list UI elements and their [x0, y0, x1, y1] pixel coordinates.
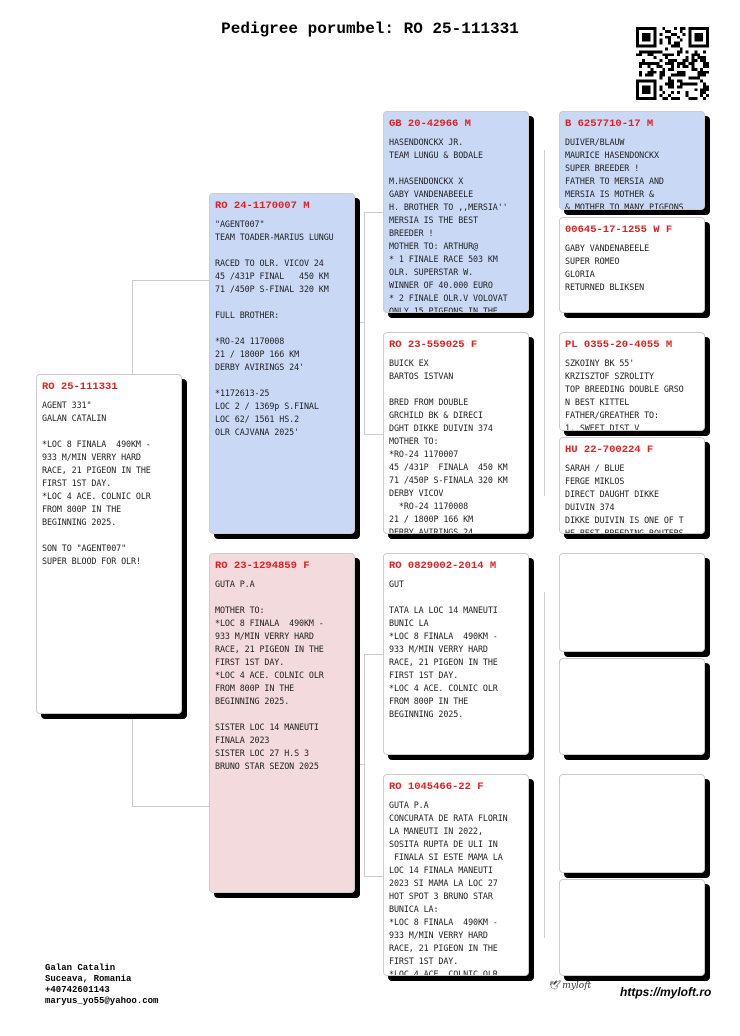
connector	[132, 280, 209, 281]
ring-number: RO 23-559025 F	[389, 339, 478, 351]
ring-number: B 6257710-17 M	[565, 118, 654, 130]
connector	[132, 806, 209, 807]
pedigree-card-gen4[interactable]: PL 0355-20-4055 M SZKOINY BK 55' KRZISZT…	[559, 332, 705, 431]
connector	[364, 434, 383, 435]
owner-email: maryus_yo55@yahoo.com	[45, 996, 159, 1006]
myloft-logo: 🕊 myloft	[548, 981, 592, 991]
connector	[364, 654, 365, 876]
pedigree-card-gen3[interactable]: RO 1045466-22 F GUTA P.A CONCURATA DE RA…	[383, 774, 529, 976]
logo-text: myloft	[562, 981, 592, 991]
owner-location: Suceava, Romania	[45, 974, 132, 984]
ring-number: HU 22-700224 F	[565, 444, 654, 456]
pedigree-card-gen4[interactable]: B 6257710-17 M DUIVER/BLAUW MAURICE HASE…	[559, 111, 705, 210]
ring-number: 00645-17-1255 W F	[565, 224, 673, 236]
card-notes: SARAH / BLUE FERGE MIKLOS DIRECT DAUGHT …	[565, 463, 684, 534]
ring-number: GB 20-42966 M	[389, 118, 471, 130]
pedigree-card-gen3[interactable]: RO 23-559025 F BUICK EX BARTOS ISTVAN BR…	[383, 332, 529, 534]
ring-number: RO 0829002-2014 M	[389, 560, 497, 572]
pedigree-card-gen3[interactable]: GB 20-42966 M HASENDONCKX JR. TEAM LUNGU…	[383, 111, 529, 313]
card-notes: DUIVER/BLAUW MAURICE HASENDONCKX SUPER B…	[565, 137, 684, 210]
website-link[interactable]: https://myloft.ro	[620, 985, 712, 999]
card-notes: GABY VANDENABEELE SUPER ROMEO GLORIA RET…	[565, 243, 650, 292]
pedigree-card-empty[interactable]	[559, 658, 705, 755]
connector	[364, 212, 383, 213]
ring-number: PL 0355-20-4055 M	[565, 339, 673, 351]
pedigree-card-empty[interactable]	[559, 774, 705, 873]
owner-contact: Galan Catalin Suceava, Romania +40742601…	[45, 963, 158, 1007]
ring-number: RO 24-1170007 M	[215, 200, 310, 212]
pedigree-card-gen4[interactable]: 00645-17-1255 W F GABY VANDENABEELE SUPE…	[559, 217, 705, 313]
card-notes: "AGENT007" TEAM TOADER-MARIUS LUNGU RACE…	[215, 219, 334, 437]
card-notes: GUTA P.A CONCURATA DE RATA FLORIN LA MAN…	[389, 800, 508, 976]
connector	[364, 212, 365, 434]
connector	[364, 876, 383, 877]
owner-name: Galan Catalin	[45, 963, 116, 973]
pedigree-card-subject[interactable]: RO 25-111331 AGENT 331" GALAN CATALIN *L…	[36, 374, 182, 714]
pedigree-card-sire[interactable]: RO 24-1170007 M "AGENT007" TEAM TOADER-M…	[209, 193, 355, 534]
page-title: Pedigree porumbel: RO 25-111331	[221, 20, 519, 38]
card-notes: HASENDONCKX JR. TEAM LUNGU & BODALE M.HA…	[389, 137, 508, 313]
ring-number: RO 25-111331	[42, 381, 118, 393]
card-notes: BUICK EX BARTOS ISTVAN BRED FROM DOUBLE …	[389, 358, 508, 534]
ring-number: RO 1045466-22 F	[389, 781, 484, 793]
owner-phone: +40742601143	[45, 985, 110, 995]
pedigree-card-gen3[interactable]: RO 0829002-2014 M GUT TATA LA LOC 14 MAN…	[383, 553, 529, 755]
pedigree-card-empty[interactable]	[559, 879, 705, 976]
connector	[354, 764, 364, 765]
card-notes: SZKOINY BK 55' KRZISZTOF SZROLITY TOP BR…	[565, 358, 684, 431]
ring-number: RO 23-1294859 F	[215, 560, 310, 572]
pedigree-card-empty[interactable]	[559, 553, 705, 652]
connector	[544, 592, 545, 938]
pedigree-card-dam[interactable]: RO 23-1294859 F GUTA P.A MOTHER TO: *LOC…	[209, 553, 355, 893]
card-notes: GUT TATA LA LOC 14 MANEUTI BUNIC LA *LOC…	[389, 579, 498, 719]
pedigree-card-gen4[interactable]: HU 22-700224 F SARAH / BLUE FERGE MIKLOS…	[559, 437, 705, 534]
connector	[544, 150, 545, 496]
card-notes: GUTA P.A MOTHER TO: *LOC 8 FINALA 490KM …	[215, 579, 324, 771]
qr-code	[636, 27, 709, 100]
connector	[364, 654, 383, 655]
connector	[354, 322, 364, 323]
card-notes: AGENT 331" GALAN CATALIN *LOC 8 FINALA 4…	[42, 400, 151, 566]
